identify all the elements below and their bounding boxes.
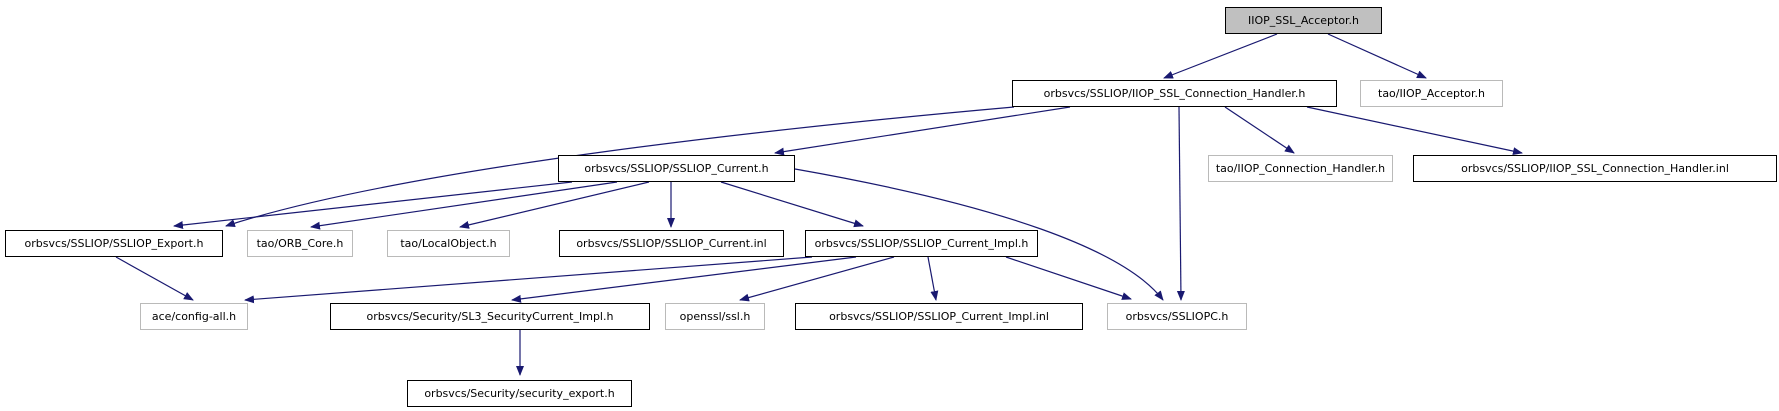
node-tao-iiop-acceptor-h: tao/IIOP_Acceptor.h — [1360, 80, 1503, 107]
node-ssliop-current-inl[interactable]: orbsvcs/SSLIOP/SSLIOP_Current.inl — [559, 230, 784, 257]
edge-current-impl-to-ssliopc — [1005, 256, 1132, 300]
node-tao-iiop-connection-handler-h: tao/IIOP_Connection_Handler.h — [1208, 155, 1393, 182]
node-tao-orb-core-h: tao/ORB_Core.h — [247, 230, 353, 257]
edge-export-to-config-all — [115, 256, 194, 301]
node-security-export-h[interactable]: orbsvcs/Security/security_export.h — [407, 380, 632, 407]
edge-current-impl-to-config-all — [244, 256, 813, 304]
edge-current-to-orb-core — [310, 181, 618, 230]
node-openssl-ssl-h: openssl/ssl.h — [665, 303, 765, 330]
edge-current-impl-to-sl3 — [511, 256, 857, 303]
edge-current-to-localobject — [459, 181, 650, 229]
node-ssliop-current-impl-h[interactable]: orbsvcs/SSLIOP/SSLIOP_Current_Impl.h — [805, 230, 1038, 257]
node-ssliop-current-h[interactable]: orbsvcs/SSLIOP/SSLIOP_Current.h — [558, 155, 795, 182]
node-ssliop-current-impl-inl[interactable]: orbsvcs/SSLIOP/SSLIOP_Current_Impl.inl — [795, 303, 1083, 330]
node-ssliopc-h: orbsvcs/SSLIOPC.h — [1107, 303, 1247, 330]
edge-conn-handler-to-iiop-conn-handler — [1224, 106, 1295, 154]
edge-conn-handler-to-current — [774, 106, 1071, 156]
node-sl3-securitycurrent-impl-h[interactable]: orbsvcs/Security/SL3_SecurityCurrent_Imp… — [330, 303, 650, 330]
node-ace-config-all-h: ace/config-all.h — [140, 303, 248, 330]
edge-conn-handler-to-ssliopc — [1176, 106, 1185, 301]
node-iiop-ssl-acceptor-h: IIOP_SSL_Acceptor.h — [1225, 7, 1382, 34]
edge-current-impl-to-openssl — [739, 256, 895, 302]
edge-acceptor-to-iiop-acceptor — [1327, 33, 1427, 79]
edge-current-to-current-impl — [720, 181, 864, 228]
node-tao-localobject-h: tao/LocalObject.h — [387, 230, 510, 257]
node-iiop-ssl-connection-handler-h[interactable]: orbsvcs/SSLIOP/IIOP_SSL_Connection_Handl… — [1012, 80, 1337, 107]
edge-current-to-export — [173, 181, 573, 229]
node-iiop-ssl-connection-handler-inl[interactable]: orbsvcs/SSLIOP/IIOP_SSL_Connection_Handl… — [1413, 155, 1777, 182]
edge-current-impl-to-current-impl-inl — [927, 256, 939, 301]
edge-conn-handler-to-conn-handler-inl — [1306, 106, 1523, 156]
node-ssliop-export-h[interactable]: orbsvcs/SSLIOP/SSLIOP_Export.h — [5, 230, 223, 257]
edge-acceptor-to-conn-handler — [1163, 33, 1278, 79]
